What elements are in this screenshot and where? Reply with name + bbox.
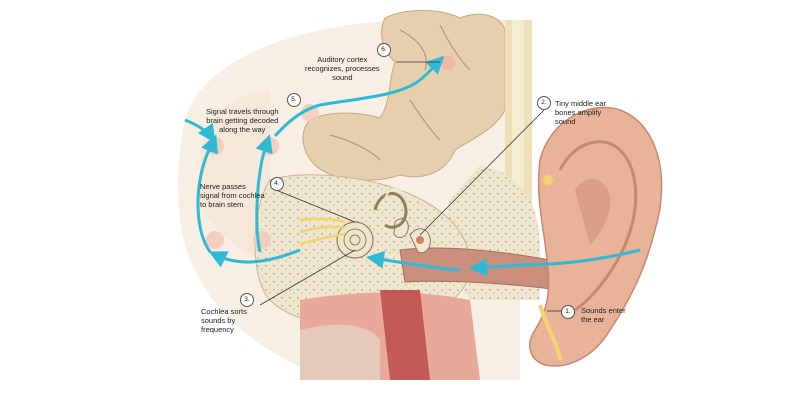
step-label-nerve: Nerve passes signal from cochlea to brai… xyxy=(200,182,265,209)
step-marker-4: 4. xyxy=(270,177,284,191)
step-label-sounds-enter: Sounds enter the ear xyxy=(581,306,626,324)
step-label-signal-travels: Signal travels through brain getting dec… xyxy=(206,107,279,134)
step-marker-6: 6. xyxy=(377,43,391,57)
lower-tissue xyxy=(300,290,480,380)
leader-lines xyxy=(259,61,567,312)
step-marker-1: 1. xyxy=(561,305,575,319)
step-label-middle-ear-bones: Tiny middle ear bones amplify sound xyxy=(555,99,606,126)
cochlea xyxy=(336,187,408,259)
auditory-nerve xyxy=(299,217,346,246)
step-marker-3: 3. xyxy=(240,293,254,307)
step-label-cochlea: Cochlea sorts sounds by frequency xyxy=(201,307,247,334)
middle-ear-bones xyxy=(393,218,431,254)
signal-arrows xyxy=(184,55,641,277)
outer-ear xyxy=(529,106,663,367)
step-label-auditory-cortex: Auditory cortex recognizes, processes so… xyxy=(305,55,380,82)
step-marker-2: 2. xyxy=(537,96,551,110)
step-marker-5: 5. xyxy=(287,93,301,107)
